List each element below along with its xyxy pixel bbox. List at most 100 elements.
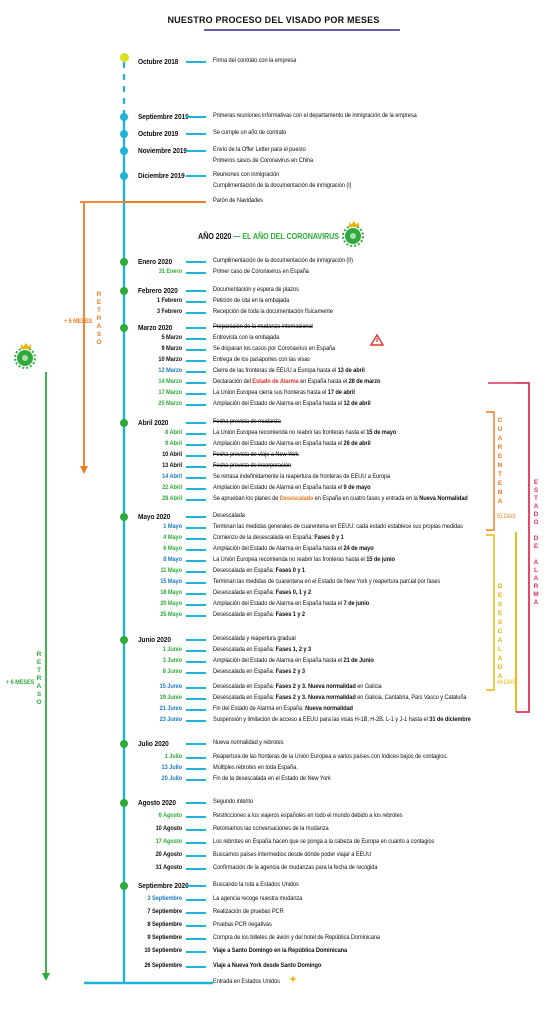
event-description: Reuniones con inmigración [213, 171, 279, 178]
day-label: 10 Septiembre [144, 947, 182, 954]
row-connector [186, 488, 206, 490]
event-text-desc: Entrada en Estados Unidos [213, 978, 280, 985]
event-text-desc: Realización de pruebas PCR [213, 908, 284, 915]
event-text-desc: Compra de los billetes de avión y del ho… [213, 934, 380, 941]
day-label: 18 Mayo [160, 589, 182, 596]
row-connector [186, 560, 206, 562]
day-label: 20 Mayo [160, 600, 182, 607]
month-label: Diciembre 2019 [138, 171, 185, 180]
row-connector [186, 327, 206, 329]
event-text-desc: Desescalada en España: [213, 694, 276, 701]
event-text-desc: Envío de la Offer Letter para el puesto [213, 146, 306, 153]
event-text-desc: Restricciones a los viajeros españoles e… [213, 812, 403, 819]
event-text-desc: Desescalada en España: [213, 668, 276, 675]
delay2-arrow [42, 973, 50, 981]
day-label: 1 Febrero [156, 297, 182, 304]
timeline-dot [120, 740, 128, 748]
event-text-desc-b: 24 de mayo [343, 545, 374, 552]
cuarentena-bracket [486, 411, 495, 531]
event-description: Fecha prevista de incorporación [213, 462, 291, 469]
row-connector [186, 816, 206, 818]
row-connector [186, 593, 206, 595]
month-label: Enero 2020 [138, 257, 172, 266]
event-text-desc: Los rebrotes en España hacen que se pong… [213, 838, 435, 845]
event-text-desc-b: Fases 1 y 2 [275, 611, 305, 618]
desescalada-letter: C [497, 628, 503, 635]
timeline-dot [120, 882, 128, 890]
event-description: La Unión Europea recomienda no reabrir l… [213, 429, 396, 436]
row-connector [186, 709, 206, 711]
event-text-desc-b: 9 de mayo [343, 484, 371, 491]
event-text-desc: Primer caso de Coronavirus en España [213, 268, 309, 275]
retraso2-letter: R [36, 675, 42, 682]
row-connector [186, 422, 206, 424]
cuarentena-letter: C [497, 417, 503, 424]
event-text-desc: Recepción de toda la documentación físic… [213, 308, 333, 315]
month-label: Junio 2020 [138, 635, 171, 644]
event-text-desc: Fecha prevista de mudanza [213, 418, 281, 425]
desescalada-letter: D [497, 583, 503, 590]
day-label: 7 Septiembre [147, 908, 182, 915]
event-text-desc-b: Nueva normalidad [305, 705, 353, 712]
event-text-desc2: en España hasta el [298, 378, 349, 385]
event-text-desc: Se aprueban los planes de [213, 495, 280, 502]
event-text-desc: Parón de Navidades [213, 197, 263, 204]
day-label: 5 Marzo [161, 334, 182, 341]
cuarentena-days: 51 DÍAS [497, 514, 516, 520]
retraso1-letter: T [97, 307, 101, 314]
month-label: Noviembre 2019 [138, 146, 187, 155]
day-label: 10 Marzo [158, 356, 182, 363]
row-connector [186, 720, 206, 722]
retraso1-letter: R [96, 291, 102, 298]
row-connector [186, 802, 206, 804]
day-label: 4 Mayo [163, 534, 182, 541]
event-text-desc: Comienzo de la desescalada en España: [213, 534, 315, 541]
day-label: 3 Febrero [156, 308, 182, 315]
event-description: Entrevista con la embajada [213, 334, 279, 341]
day-label: 8 Mayo [163, 556, 182, 563]
event-text-desc: Se cumple un año de contrato [213, 129, 287, 136]
estado-letter: R [533, 583, 539, 590]
event-text-desc: Entrega de los pasaportes con las visas [213, 356, 310, 363]
retraso1-letter: A [96, 323, 102, 330]
event-text-desc: Cierre de las fronteras de EEUU a Europa… [213, 367, 338, 374]
event-description: Cumplimentación de la documentación de i… [213, 182, 352, 189]
estado-letter: A [533, 575, 539, 582]
event-description: Terminan las medidas generales de cuaren… [213, 523, 463, 530]
row-connector [186, 698, 206, 700]
event-description: Se retrasa indefinidamente la reapertura… [213, 473, 390, 480]
event-text-desc-red: Estado de Alarma [252, 378, 299, 385]
day-label: 25 Marzo [158, 400, 182, 407]
event-description: Se cumple un año de contrato [213, 129, 286, 136]
event-description: Viaje a Santo Domingo en la República Do… [213, 947, 347, 954]
timeline-dot [120, 147, 128, 155]
day-label: 20 Julio [161, 775, 183, 782]
cuarentena-letter: N [497, 489, 503, 496]
warning-icon [369, 333, 385, 346]
event-description: Nueva normalidad y rebrotes [213, 739, 284, 746]
row-connector [186, 768, 206, 770]
day-label: 15 Junio [159, 683, 182, 690]
event-description: La Unión Europea cierra sus fronteras ha… [213, 389, 355, 396]
day-label: 9 Marzo [161, 345, 182, 352]
day-label: 12 Marzo [158, 367, 182, 374]
event-text-desc: Múltiples rebrotes en toda España. [213, 764, 298, 771]
event-text-desc: Desescalada en España: [213, 646, 276, 653]
event-text-desc: La Unión Europea recomienda no reabrir l… [213, 556, 367, 563]
event-text-desc-b: Fases 0 y 1 [275, 567, 305, 574]
month-label: Marzo 2020 [138, 323, 173, 332]
event-description: Ampliación del Estado de Alarma en Españ… [213, 600, 369, 607]
event-description: Desescalada en España: Fases 1, 2 y 3 [213, 646, 311, 653]
event-text-desc: Terminan las medidas generales de cuaren… [213, 523, 464, 530]
event-text-desc-b: Fases 2 y 3. Nueva normalidad [275, 683, 356, 690]
row-connector [186, 312, 206, 314]
desescalada-bracket [486, 534, 495, 691]
event-text-desc: Fin del Estado de Alarma en España: [213, 705, 306, 712]
event-text-desc-b: Fases 2 y 3. Nueva normalidad [275, 694, 356, 701]
row-connector [186, 687, 206, 689]
event-description: Entrega de los pasaportes con las visas [213, 356, 310, 363]
day-label: 3 Junio [162, 657, 182, 664]
timeline-dot [120, 419, 128, 427]
crown-icon [349, 221, 359, 227]
event-description: Firma del contrato con la empresa [213, 57, 296, 64]
